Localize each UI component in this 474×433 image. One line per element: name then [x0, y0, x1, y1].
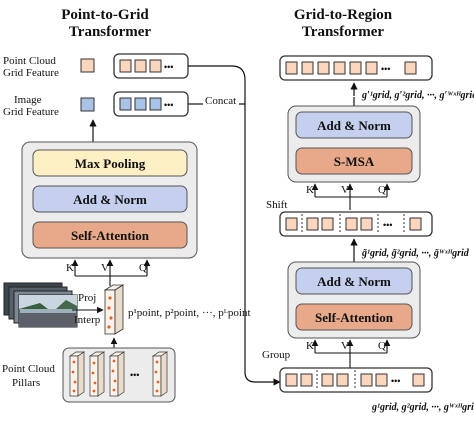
- smsa-label: S-MSA: [334, 154, 375, 169]
- input-token: [321, 373, 334, 387]
- shifted-token: [409, 217, 422, 231]
- upper-k-label: K: [306, 184, 314, 196]
- lower-self-attention-label: Self-Attention: [315, 310, 394, 325]
- image-grid-token: [134, 97, 147, 111]
- shifted-ellipsis: •••: [383, 220, 392, 230]
- proj-label: Proj: [78, 292, 96, 304]
- point-cloud-grid-feature-label-2: Grid Feature: [3, 67, 59, 79]
- left-self-attention-label: Self-Attention: [71, 228, 150, 243]
- upper-add-norm-label: Add & Norm: [317, 118, 391, 133]
- right-title-line2: Transformer: [302, 24, 385, 40]
- shifted-token: [306, 217, 319, 231]
- image-grid-feature-label-2: Grid Feature: [3, 106, 59, 118]
- lower-add-norm-label: Add & Norm: [317, 274, 391, 289]
- output-ellipsis: •••: [381, 64, 390, 74]
- input-formula: g¹grid, g²grid, ···, gᵂˣᴴgrid: [371, 402, 474, 413]
- output-token: [285, 61, 298, 75]
- interp-label: Interp: [74, 314, 101, 326]
- lower-k-label: K: [306, 340, 314, 352]
- max-pooling-label: Max Pooling: [75, 156, 146, 171]
- pillars-ellipsis: •••: [130, 370, 139, 380]
- output-token: [317, 61, 330, 75]
- concat-label: Concat: [205, 95, 236, 107]
- lower-add-norm-box: [295, 267, 413, 295]
- image-grid-token: [149, 97, 162, 111]
- left-add-norm-label: Add & Norm: [73, 192, 147, 207]
- output-token: [333, 61, 346, 75]
- point-grid-token: [134, 59, 147, 73]
- upper-add-norm-box: [295, 111, 413, 139]
- group-label: Group: [262, 349, 291, 361]
- output-token: [349, 61, 362, 75]
- shifted-token: [285, 217, 298, 231]
- point-grid-token: [149, 59, 162, 73]
- max-pooling-box: [32, 149, 188, 177]
- point-cloud-grid-feature-label-1: Point Cloud: [3, 55, 56, 67]
- left-title-line2: Transformer: [69, 24, 152, 40]
- camera-images-stack: [3, 282, 78, 328]
- shifted-token: [360, 217, 373, 231]
- input-token: [336, 373, 349, 387]
- concat-path: [188, 65, 281, 386]
- pillar: [108, 351, 126, 397]
- left-v-label: V: [101, 262, 109, 274]
- left-add-norm-box: [32, 185, 188, 213]
- point-sequence-formula: p¹point, p²point, ···, pᴸpoint: [128, 307, 251, 319]
- input-token: [285, 373, 298, 387]
- smsa-box: [295, 147, 413, 175]
- output-token: [301, 61, 314, 75]
- single-pillar: [103, 284, 125, 335]
- image-grid-token: [119, 97, 132, 111]
- shifted-token: [321, 217, 334, 231]
- pillar: [68, 351, 86, 397]
- output-token: [365, 61, 378, 75]
- point-cloud-pillars-label-2: Pillars: [12, 377, 40, 389]
- input-token: [360, 373, 373, 387]
- input-token: [375, 373, 388, 387]
- left-self-attention-box: [32, 221, 188, 249]
- image-grid-feature-label-1: Image: [14, 94, 42, 106]
- output-token: [404, 61, 417, 75]
- lower-q-label: Q: [378, 340, 386, 352]
- left-title-line1: Point-to-Grid: [61, 7, 149, 23]
- point-grid-ellipsis: •••: [164, 62, 173, 72]
- pillar: [151, 351, 169, 397]
- input-token: [300, 373, 313, 387]
- grouped-input-sequence: [279, 367, 433, 393]
- image-grid-ellipsis: •••: [164, 100, 173, 110]
- point-cloud-pillars-label-1: Point Cloud: [2, 363, 55, 375]
- shift-label: Shift: [266, 199, 287, 211]
- upper-q-label: Q: [378, 184, 386, 196]
- point-grid-token: [119, 59, 132, 73]
- upper-v-label: V: [341, 184, 349, 196]
- right-title-line1: Grid-to-Region: [294, 7, 393, 23]
- lower-self-attention-box: [295, 303, 413, 331]
- tilde-formula: g̃¹grid, g̃²grid, ···, g̃ᵂˣᴴgrid: [361, 248, 470, 259]
- lower-v-label: V: [341, 340, 349, 352]
- pillar: [88, 351, 106, 397]
- shifted-token: [345, 217, 358, 231]
- left-k-label: K: [66, 262, 74, 274]
- output-formula: g′¹grid, g′²grid, ···, g′ᵂˣᴴgrid: [361, 90, 474, 101]
- point-cloud-grid-feature-swatch: [80, 58, 95, 73]
- input-ellipsis: •••: [391, 376, 400, 386]
- image-grid-feature-swatch: [80, 97, 95, 112]
- left-q-label: Q: [139, 262, 147, 274]
- input-token: [412, 373, 425, 387]
